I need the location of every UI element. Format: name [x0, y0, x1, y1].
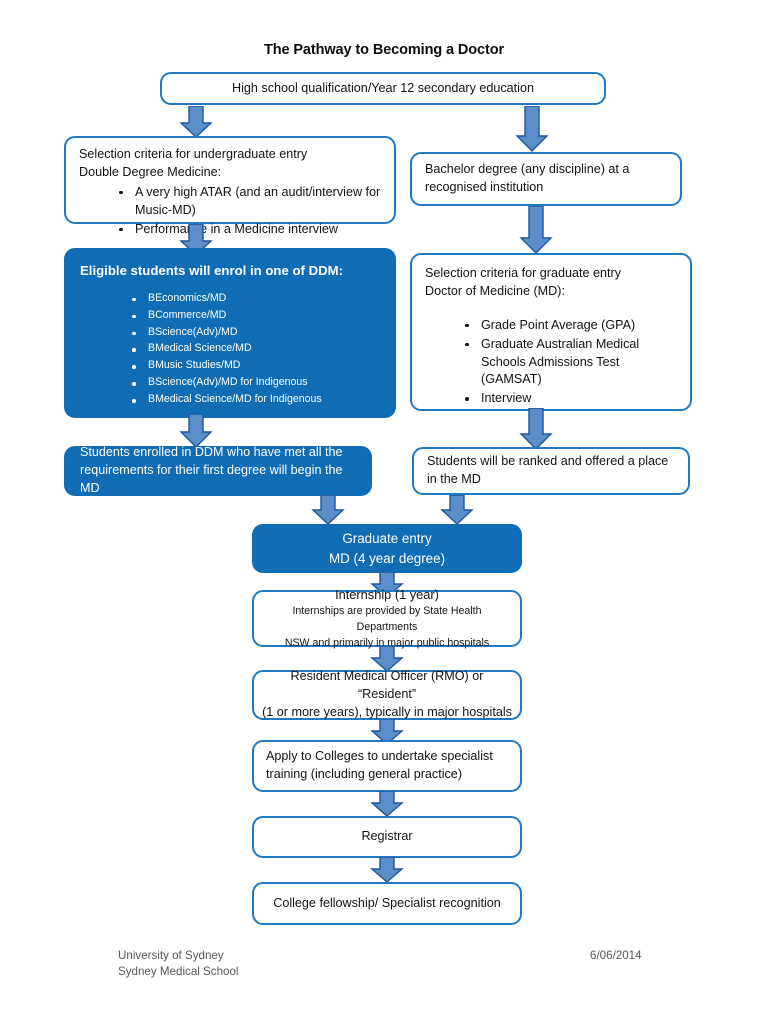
list-item: BMedical Science/MD [128, 341, 382, 357]
registrar-label: Registrar [361, 829, 413, 844]
node-graduate-criteria: Selection criteria for graduate entry Do… [410, 253, 692, 411]
node-undergrad-criteria: Selection criteria for undergraduate ent… [64, 136, 396, 236]
list-item: Grade Point Average (GPA) [461, 317, 677, 335]
list-item: BScience(Adv)/MD [128, 325, 382, 341]
node-ddm-first-degree: Students enrolled in DDM who have met al… [64, 445, 372, 496]
list-item: BMedical Science/MD for Indigenous [128, 392, 382, 408]
rmo-line2: (1 or more years), typically in major ho… [262, 704, 512, 719]
ddm-enrol-heading: Eligible students will enrol in one of D… [80, 263, 344, 278]
arrow-right-to-graduate-entry [439, 495, 475, 525]
node-bachelor-degree: Bachelor degree (any discipline) at a re… [410, 152, 682, 206]
graduate-criteria-line1: Selection criteria for graduate entry [425, 266, 622, 280]
footer-org-line1: University of Sydney [118, 949, 224, 962]
graduate-entry-line2: MD (4 year degree) [328, 550, 446, 566]
list-item: BEconomics/MD [128, 291, 382, 307]
footer-org-line2: Sydney Medical School [118, 964, 239, 978]
graduate-criteria-line2: Doctor of Medicine (MD): [425, 283, 565, 298]
internship-heading: Internship (1 year) [335, 586, 439, 602]
internship-line2: NSW and primarily in major public hospit… [284, 636, 490, 649]
ranked-offered-label: Students will be ranked and offered a pl… [427, 454, 669, 486]
bachelor-degree-label: Bachelor degree (any discipline) at a re… [425, 162, 630, 194]
arrow-bachelor-to-grad-criteria [518, 206, 554, 254]
fellowship-label: College fellowship/ Specialist recogniti… [273, 895, 501, 910]
list-item: BMusic Studies/MD [128, 358, 382, 374]
colleges-line2: training (including general practice) [266, 767, 463, 781]
arrow-colleges-to-registrar [369, 791, 405, 817]
graduate-criteria-bullets: Grade Point Average (GPA) Graduate Austr… [461, 317, 677, 408]
undergrad-criteria-line1: Selection criteria for undergraduate ent… [79, 147, 308, 161]
node-graduate-entry: Graduate entry MD (4 year degree) [252, 524, 522, 573]
list-item: Graduate Australian Medical Schools Admi… [461, 336, 677, 390]
ddm-enrol-bullets: BEconomics/MD BCommerce/MD BScience(Adv)… [128, 291, 382, 408]
list-item: BScience(Adv)/MD for Indigenous [128, 375, 382, 391]
list-item: A very high ATAR (and an audit/interview… [115, 184, 382, 220]
arrow-grad-criteria-to-ranked [518, 408, 554, 450]
node-high-school-label: High school qualification/Year 12 second… [232, 80, 534, 95]
arrow-internship-to-rmo [369, 646, 405, 672]
list-item: Performance in a Medicine interview [115, 221, 382, 239]
node-ddm-enrol: Eligible students will enrol in one of D… [64, 248, 396, 418]
list-item: BCommerce/MD [128, 308, 382, 324]
node-registrar: Registrar [252, 816, 522, 858]
colleges-line1: Apply to Colleges to undertake specialis… [266, 749, 493, 764]
graduate-entry-line1: Graduate entry [342, 531, 432, 547]
list-item: Interview [461, 390, 677, 408]
internship-line1: Internships are provided by State Health… [292, 604, 482, 633]
node-internship: Internship (1 year) Internships are prov… [252, 587, 522, 649]
node-rmo: Resident Medical Officer (RMO) or “Resid… [252, 669, 522, 720]
arrow-highschool-to-bachelor [514, 106, 550, 152]
node-fellowship: College fellowship/ Specialist recogniti… [252, 882, 522, 925]
undergrad-criteria-bullets: A very high ATAR (and an audit/interview… [115, 184, 382, 239]
node-high-school: High school qualification/Year 12 second… [160, 72, 606, 105]
node-ranked-offered: Students will be ranked and offered a pl… [412, 447, 690, 495]
node-colleges: Apply to Colleges to undertake specialis… [252, 740, 522, 792]
arrow-highschool-to-undergrad [178, 106, 214, 138]
arrow-rmo-to-colleges [369, 719, 405, 745]
page-title: The Pathway to Becoming a Doctor [263, 42, 505, 58]
footer-date: 6/06/2014 [590, 949, 642, 962]
ddm-first-degree-label: Students enrolled in DDM who have met al… [80, 445, 343, 495]
footer-organisation: University of Sydney Sydney Medical Scho… [118, 948, 239, 979]
arrow-registrar-to-fellowship [369, 857, 405, 883]
undergrad-criteria-line2: Double Degree Medicine: [79, 164, 222, 179]
arrow-left-to-graduate-entry [310, 495, 346, 525]
arrow-ddm-to-first-degree [178, 414, 214, 448]
rmo-line1: Resident Medical Officer (RMO) or “Resid… [290, 669, 484, 702]
